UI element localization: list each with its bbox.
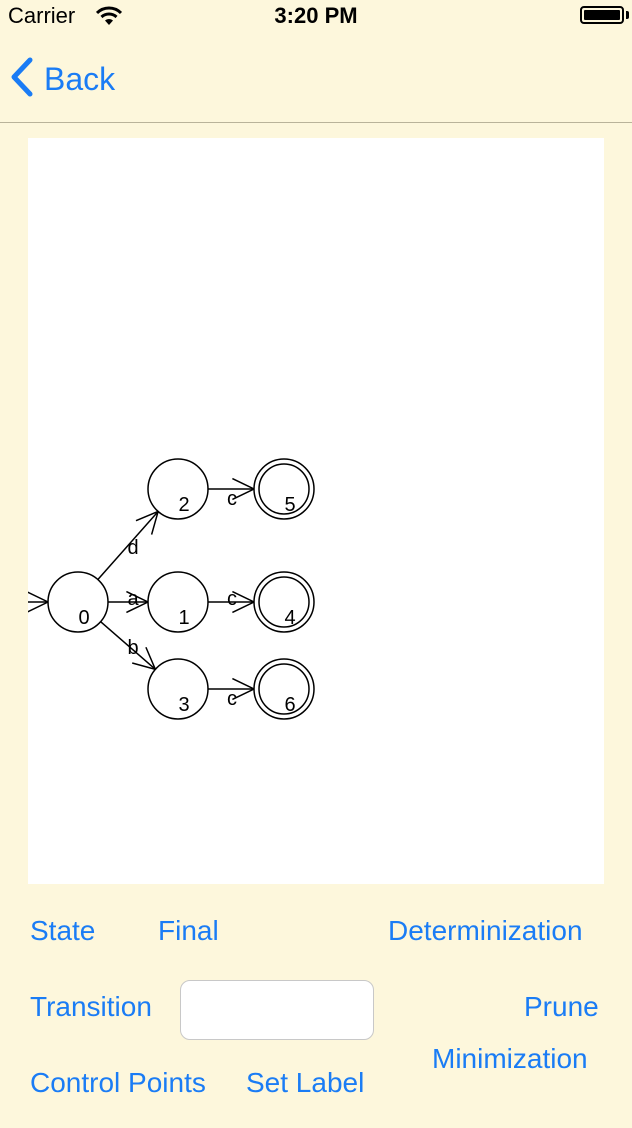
state-3[interactable]: 3 [147, 658, 209, 720]
transition-label: a [127, 588, 139, 610]
transition-1-4[interactable]: c [208, 588, 256, 614]
state-5[interactable]: 5 [253, 458, 315, 520]
control-points-button[interactable]: Control Points [30, 1067, 206, 1098]
state-label: 1 [178, 607, 189, 629]
state-label: 5 [284, 494, 295, 516]
wifi-icon [95, 6, 123, 31]
minimization-button[interactable]: Minimization [432, 1043, 588, 1074]
final-button[interactable]: Final [158, 915, 219, 946]
battery-tip [626, 11, 629, 19]
state-label: 2 [178, 494, 189, 516]
state-label: 3 [178, 694, 189, 716]
transition-0-3[interactable]: b [100, 621, 157, 671]
state-1[interactable]: 1 [147, 571, 209, 633]
battery-icon [580, 6, 624, 24]
carrier-label: Carrier [8, 3, 76, 28]
navigation-bar: Back [0, 40, 632, 123]
transition-label: c [227, 688, 237, 710]
automaton-canvas[interactable]: d a b c c c 0 1 2 3 4 5 6 [28, 138, 604, 884]
transition-0-2[interactable]: d [97, 510, 160, 581]
back-label: Back [44, 60, 116, 97]
state-0[interactable]: 0 [47, 571, 109, 633]
state-label: 4 [284, 607, 295, 629]
transition-label: c [227, 588, 237, 610]
label-input[interactable] [180, 980, 374, 1040]
status-bar: Carrier 3:20 PM [0, 0, 632, 40]
transition-button[interactable]: Transition [30, 991, 152, 1022]
state-label: 6 [284, 694, 295, 716]
transition-0-1[interactable]: a [108, 588, 150, 614]
transition-label: c [227, 488, 237, 510]
automaton-graph[interactable]: d a b c c c 0 1 2 3 4 5 6 [28, 138, 604, 884]
chevron-left-icon [10, 57, 34, 102]
transition-3-6[interactable]: c [208, 677, 256, 710]
state-2[interactable]: 2 [147, 458, 209, 520]
transition-label: d [127, 537, 138, 559]
transition-2-5[interactable]: c [208, 477, 256, 510]
prune-button[interactable]: Prune [524, 991, 599, 1022]
transition-label: b [127, 637, 138, 659]
initial-arrow [28, 591, 50, 613]
state-label: 0 [78, 607, 89, 629]
status-time: 3:20 PM [274, 3, 358, 28]
set-label-button[interactable]: Set Label [246, 1067, 365, 1098]
back-button[interactable]: Back [10, 56, 115, 102]
state-6[interactable]: 6 [253, 658, 315, 720]
determinization-button[interactable]: Determinization [388, 915, 583, 946]
state-4[interactable]: 4 [253, 571, 315, 633]
state-button[interactable]: State [30, 915, 96, 946]
